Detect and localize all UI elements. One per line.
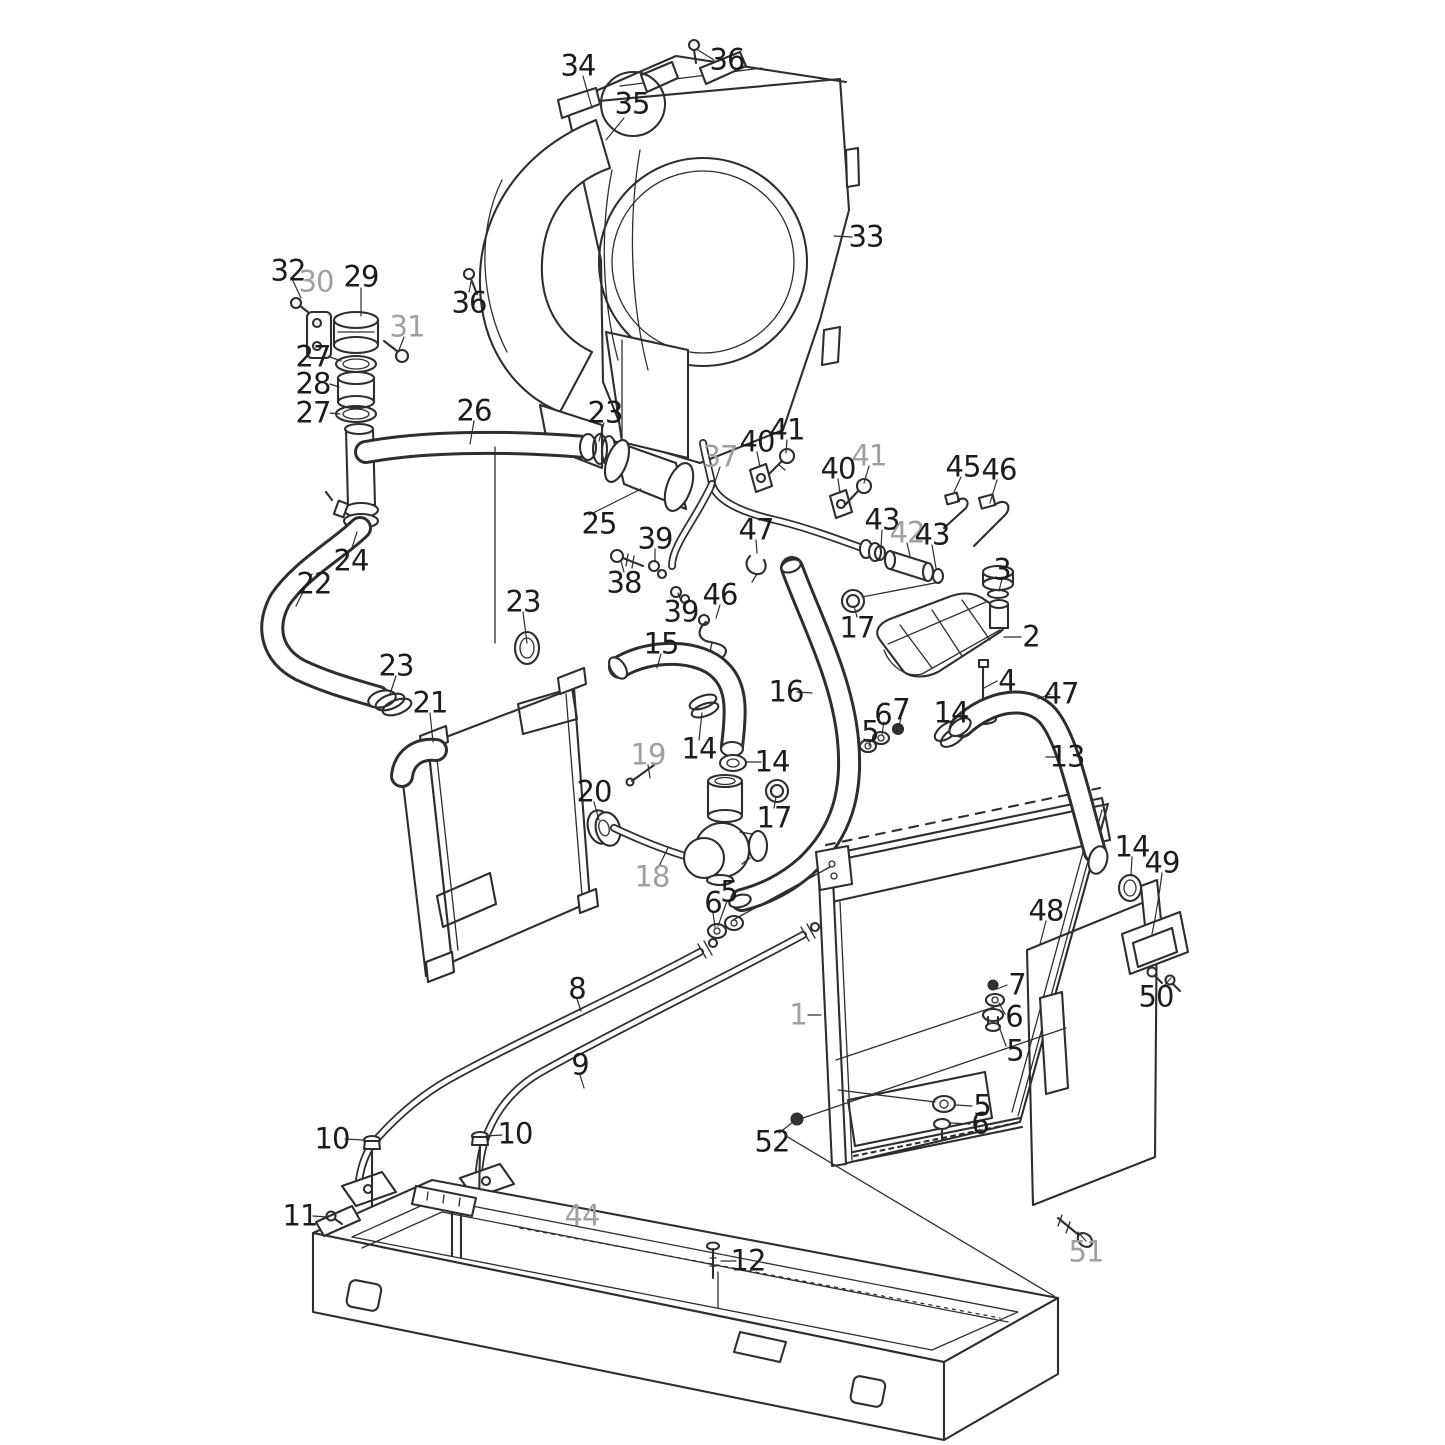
hose-28 <box>336 370 376 410</box>
clamp-23c <box>374 692 413 717</box>
water-pipe-18 <box>586 763 769 887</box>
washer-6r <box>984 992 1006 1008</box>
ring-43b <box>931 567 945 585</box>
hose-22 <box>260 516 541 717</box>
bolt-32 <box>289 296 310 314</box>
washer-6c <box>932 1117 952 1141</box>
intercooler-21 <box>390 666 600 984</box>
o-ring-27b <box>334 404 378 424</box>
washer-6a <box>871 730 891 746</box>
bracket-30 <box>305 310 333 360</box>
flange-20 <box>586 809 622 847</box>
o-ring-27a <box>334 354 378 374</box>
bolt-11 <box>325 1210 344 1226</box>
hose-26-pipe-25 <box>354 430 695 512</box>
o-ring-17b <box>764 778 790 804</box>
highlight-circle <box>599 70 667 138</box>
bracket-48-mount <box>1038 990 1070 1096</box>
clamp-40b <box>828 488 854 520</box>
hook-bolt-46a <box>972 493 1010 548</box>
bolt-41a <box>767 447 796 476</box>
tube-elbow <box>343 422 377 507</box>
bolt-51 <box>1056 1214 1094 1248</box>
nut-7a <box>891 722 905 736</box>
clamp-40a <box>748 462 774 494</box>
crossmember <box>410 1184 478 1260</box>
hook-bolt-45 <box>942 491 969 530</box>
nut-14b <box>718 753 748 773</box>
washer-5mid <box>706 922 728 940</box>
pipes-8-9 <box>340 921 821 1218</box>
hose-13 <box>933 690 1143 903</box>
fan-shroud <box>462 38 861 470</box>
hose-16 <box>728 556 862 912</box>
breather-stack <box>289 296 410 530</box>
clamp-29 <box>332 310 380 355</box>
ring-39d <box>679 593 691 605</box>
reference-lines <box>494 446 1067 1297</box>
mount-5r <box>981 1007 1005 1033</box>
clamp-23b <box>513 630 541 666</box>
bolt-38 <box>609 548 645 569</box>
clamp-14a <box>688 693 720 719</box>
clip-47a <box>745 554 767 583</box>
screws-50 <box>1146 966 1182 993</box>
hose-15 <box>607 641 748 773</box>
screw-31 <box>382 339 410 364</box>
bolt-12 <box>705 1241 721 1309</box>
bracket-49 <box>1120 910 1190 976</box>
bolt-41b <box>844 477 873 506</box>
leader-lines <box>292 49 1172 1262</box>
thermostat-housing <box>682 773 769 887</box>
pipe-37-and-fittings <box>609 439 1010 672</box>
washer-6mid <box>723 914 745 932</box>
screw-36-left <box>462 267 479 296</box>
o-ring-17a <box>840 588 866 614</box>
radiator-1 <box>706 722 1112 1168</box>
nut-52 <box>790 1112 804 1126</box>
ring-39c <box>669 585 683 599</box>
bolt-10a <box>362 1134 382 1218</box>
ring-39a <box>647 559 661 573</box>
frame-44 <box>311 1178 1060 1442</box>
pipe-25 <box>603 438 695 512</box>
cap-3 <box>981 564 1015 600</box>
filler-neck <box>988 598 1010 630</box>
washer-5a <box>858 738 878 754</box>
mount-5c <box>931 1094 957 1114</box>
pin-19 <box>625 763 656 787</box>
sleeve-42 <box>883 549 935 583</box>
screw-36-top <box>687 38 701 65</box>
nut-7b <box>987 979 999 991</box>
ring-43a <box>873 544 887 562</box>
ring-39b <box>656 568 668 580</box>
clamp-14d <box>1117 873 1143 903</box>
